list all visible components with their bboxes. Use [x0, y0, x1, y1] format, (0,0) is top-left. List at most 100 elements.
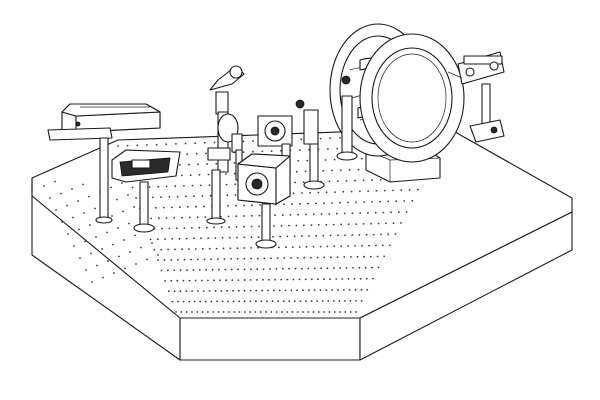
breadboard-hole	[380, 233, 382, 236]
breadboard-hole	[110, 186, 112, 189]
breadboard-hole	[117, 227, 119, 229]
breadboard-hole	[232, 289, 234, 292]
breadboard-hole	[383, 255, 385, 258]
breadboard-hole	[199, 300, 202, 303]
breadboard-hole	[188, 216, 191, 219]
breadboard-hole	[325, 223, 328, 226]
breadboard-hole	[315, 202, 317, 205]
breadboard-hole	[336, 212, 338, 215]
breadboard-hole	[191, 311, 193, 313]
breadboard-hole	[310, 256, 312, 259]
breadboard-hole	[126, 144, 129, 147]
breadboard-hole	[150, 217, 153, 220]
breadboard-hole	[258, 214, 261, 217]
breadboard-hole	[238, 311, 241, 313]
breadboard-hole	[213, 226, 216, 229]
breadboard-hole	[304, 170, 307, 173]
breadboard-hole	[225, 279, 228, 282]
breadboard-hole	[337, 180, 339, 183]
breadboard-hole	[216, 258, 219, 260]
breadboard-hole	[288, 267, 290, 270]
breadboard-hole	[176, 195, 179, 198]
breadboard-hole	[251, 204, 253, 207]
breadboard-hole	[376, 255, 379, 258]
breadboard-hole	[329, 278, 331, 280]
breadboard-hole	[160, 196, 162, 199]
breadboard-hole	[298, 278, 301, 281]
breadboard-hole	[206, 163, 209, 165]
breadboard-hole	[234, 194, 237, 196]
breadboard-hole	[408, 189, 411, 191]
breadboard-hole	[288, 224, 290, 227]
breadboard-hole	[365, 233, 368, 236]
breadboard-hole	[194, 279, 197, 282]
breadboard-hole	[228, 236, 231, 239]
breadboard-hole	[362, 179, 365, 182]
breadboard-hole	[350, 190, 353, 193]
breadboard-hole	[176, 258, 179, 261]
breadboard-hole	[216, 300, 218, 303]
breadboard-hole	[117, 145, 119, 147]
breadboard-hole	[257, 246, 259, 249]
breadboard-hole	[60, 192, 62, 195]
breadboard-hole	[371, 201, 374, 203]
breadboard-hole	[361, 157, 363, 160]
breadboard-hole	[357, 168, 360, 171]
breadboard-hole	[270, 257, 272, 260]
breadboard-hole	[332, 267, 335, 269]
breadboard-hole	[303, 224, 305, 227]
breadboard-hole	[374, 211, 377, 214]
breadboard-hole	[208, 290, 211, 292]
breadboard-hole	[71, 188, 73, 190]
breadboard-hole	[350, 256, 352, 258]
breadboard-hole	[280, 224, 283, 227]
breadboard-hole	[289, 214, 292, 216]
breadboard-hole	[205, 269, 208, 271]
breadboard-hole	[212, 311, 215, 313]
breadboard-hole	[332, 223, 335, 226]
breadboard-hole	[296, 311, 299, 313]
breadboard-hole	[302, 311, 304, 313]
breadboard-hole	[237, 268, 240, 271]
breadboard-hole	[347, 201, 349, 204]
breadboard-hole	[395, 200, 398, 203]
breadboard-hole	[61, 221, 63, 223]
breadboard-hole	[258, 225, 260, 228]
breadboard-hole	[405, 211, 408, 213]
breadboard-hole	[331, 169, 333, 172]
breadboard-hole	[196, 258, 199, 261]
breadboard-hole	[296, 256, 299, 259]
breadboard-hole	[206, 311, 209, 313]
breadboard-hole	[305, 213, 307, 216]
breadboard-hole	[278, 289, 281, 292]
breadboard-hole	[237, 289, 240, 292]
breadboard-hole	[226, 194, 229, 197]
breadboard-hole	[151, 242, 153, 244]
breadboard-hole	[383, 189, 386, 192]
breadboard-hole	[179, 290, 182, 293]
breadboard-hole	[185, 290, 188, 292]
breadboard-hole	[203, 205, 205, 208]
breadboard-hole	[250, 247, 253, 249]
breadboard-hole	[392, 222, 395, 225]
breadboard-hole	[403, 200, 406, 202]
breadboard-hole	[243, 289, 246, 292]
breadboard-hole	[168, 227, 171, 230]
breadboard-hole	[295, 170, 298, 173]
breadboard-hole	[230, 268, 233, 271]
breadboard-hole	[54, 180, 56, 183]
breadboard-hole	[417, 188, 419, 191]
breadboard-hole	[387, 233, 390, 236]
breadboard-hole	[320, 267, 322, 270]
breadboard-hole	[66, 204, 68, 207]
breadboard-hole	[257, 236, 260, 239]
breadboard-hole	[111, 215, 113, 217]
breadboard-hole	[283, 203, 285, 206]
breadboard-hole	[366, 288, 369, 291]
breadboard-hole	[195, 152, 198, 155]
breadboard-hole	[355, 223, 358, 226]
breadboard-hole	[367, 212, 369, 214]
breadboard-hole	[226, 289, 229, 292]
breadboard-hole	[200, 237, 202, 240]
